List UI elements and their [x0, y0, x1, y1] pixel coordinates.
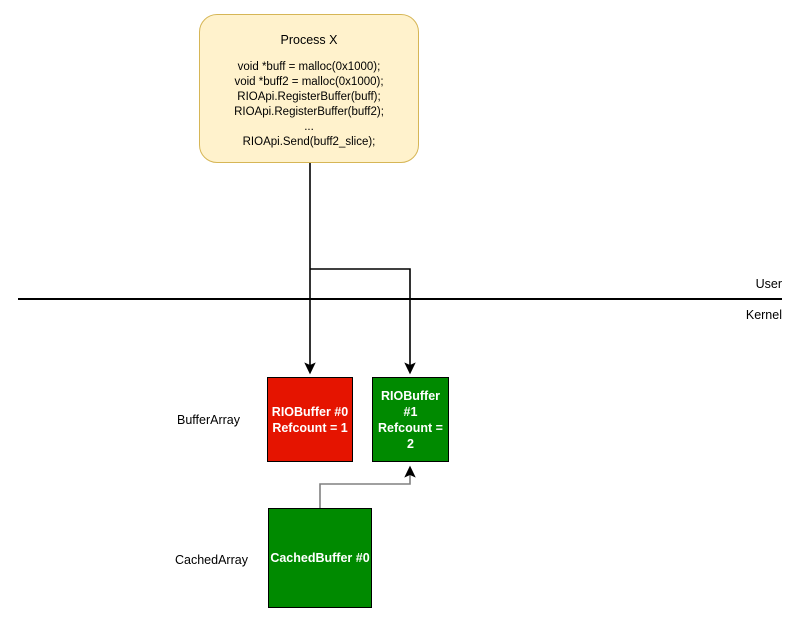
process-node[interactable]: Process X void *buff = malloc(0x1000); v…	[199, 14, 419, 163]
process-title: Process X	[280, 32, 338, 47]
riobuffer-0-node[interactable]: RIOBuffer #0 Refcount = 1	[267, 377, 353, 462]
riobuffer-1-node[interactable]: RIOBuffer #1 Refcount = 2	[372, 377, 449, 462]
bufferarray-label: BufferArray	[177, 413, 240, 427]
kernel-label: Kernel	[745, 308, 782, 322]
edge-process-to-riobuffer1	[310, 268, 416, 375]
user-label: User	[755, 277, 782, 291]
cachedarray-label: CachedArray	[175, 553, 248, 567]
user-kernel-boundary-line	[18, 298, 782, 300]
cachedbuffer-0-node[interactable]: CachedBuffer #0	[268, 508, 372, 608]
process-code-block: void *buff = malloc(0x1000); void *buff2…	[234, 60, 384, 148]
edge-cachedbuffer0-to-riobuffer1	[319, 465, 416, 508]
